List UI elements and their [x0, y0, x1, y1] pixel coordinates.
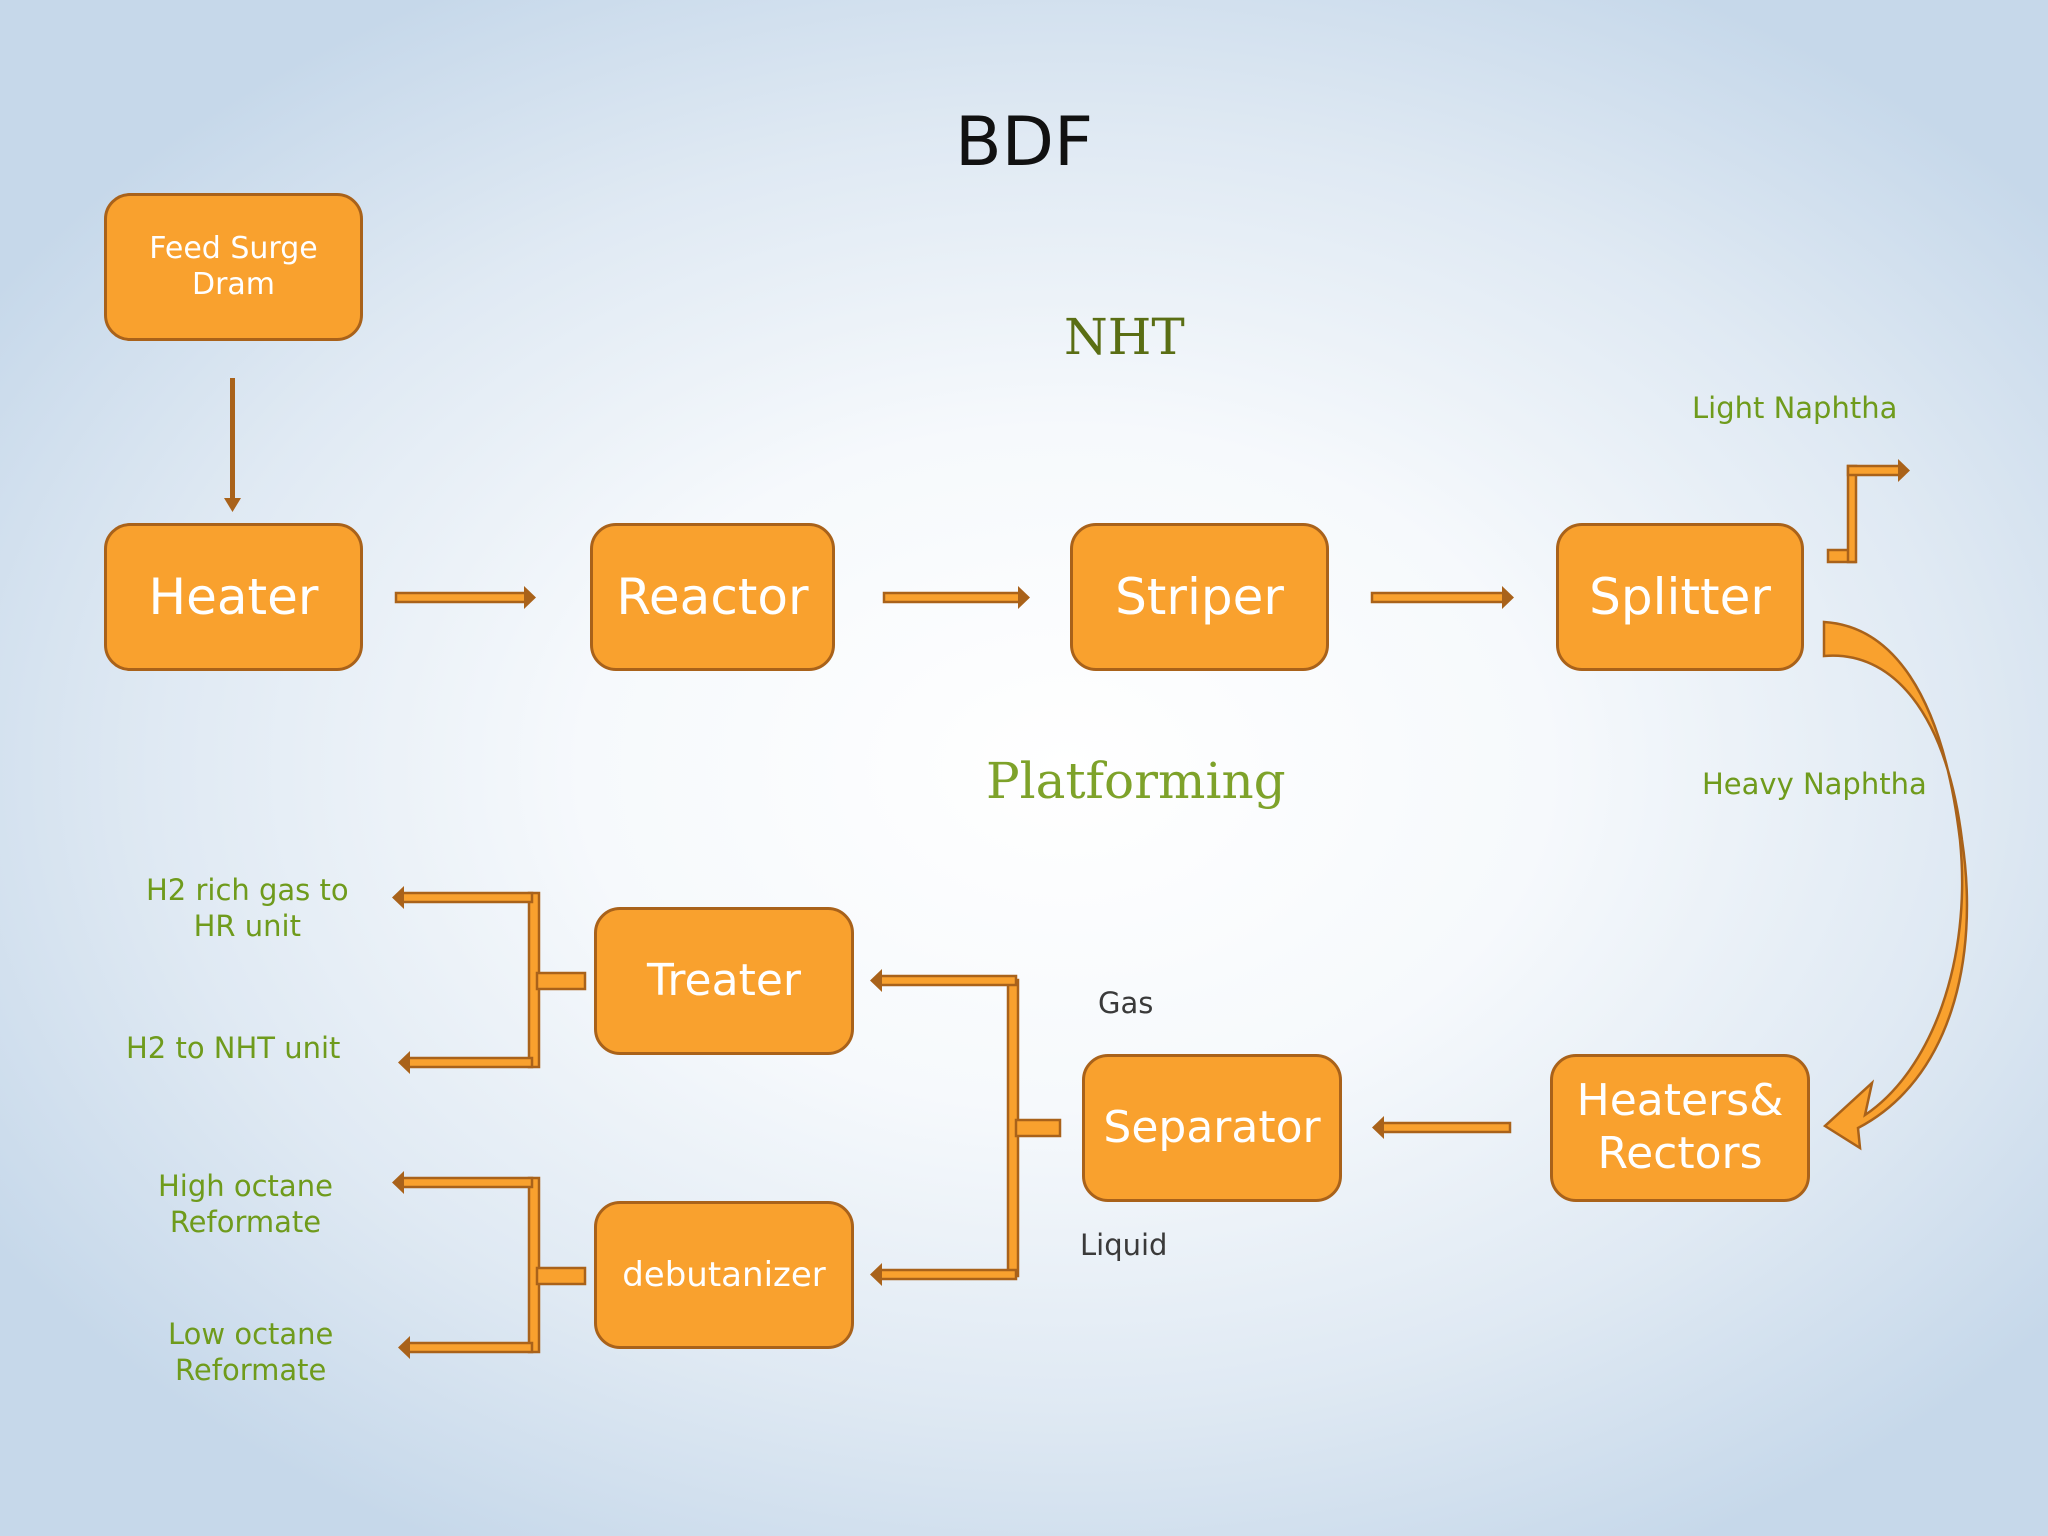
- gas-label: Gas: [1098, 986, 1154, 1020]
- feed-surge-dram-box: Feed Surge Dram: [104, 193, 363, 341]
- arrow-reactor-to-striper: [882, 586, 1030, 609]
- treater-box: Treater: [594, 907, 854, 1055]
- heaters-rectors-box: Heaters& Rectors: [1550, 1054, 1810, 1202]
- heavy-naphtha-label: Heavy Naphtha: [1702, 767, 1927, 801]
- arrow-heavy-naphtha: [1822, 620, 1969, 1151]
- arrow-feed-to-heater: [224, 378, 241, 512]
- high-octane-label: High octane Reformate: [158, 1169, 333, 1240]
- bracket-debutanizer-outlets: [392, 1171, 587, 1359]
- h2-rich-gas-label: H2 rich gas to HR unit: [146, 873, 349, 944]
- arrow-heater-to-reactor: [394, 586, 536, 609]
- low-octane-label: Low octane Reformate: [168, 1317, 334, 1388]
- liquid-label: Liquid: [1080, 1228, 1168, 1262]
- h2-to-nht-label: H2 to NHT unit: [126, 1031, 341, 1065]
- section-label-platforming: Platforming: [986, 752, 1286, 810]
- debutanizer-box: debutanizer: [594, 1201, 854, 1349]
- arrow-heaters-to-separator: [1372, 1116, 1512, 1139]
- arrow-light-naphtha: [1826, 459, 1910, 564]
- light-naphtha-label: Light Naphtha: [1692, 391, 1898, 425]
- bracket-separator-outlets: [870, 969, 1062, 1286]
- separator-box: Separator: [1082, 1054, 1342, 1202]
- bracket-treater-outlets: [392, 886, 587, 1074]
- reactor-box: Reactor: [590, 523, 835, 671]
- section-label-nht: NHT: [1064, 308, 1185, 366]
- striper-box: Striper: [1070, 523, 1329, 671]
- arrow-striper-to-splitter: [1370, 586, 1514, 609]
- heater-box: Heater: [104, 523, 363, 671]
- diagram-title: BDF: [954, 103, 1094, 182]
- splitter-box: Splitter: [1556, 523, 1804, 671]
